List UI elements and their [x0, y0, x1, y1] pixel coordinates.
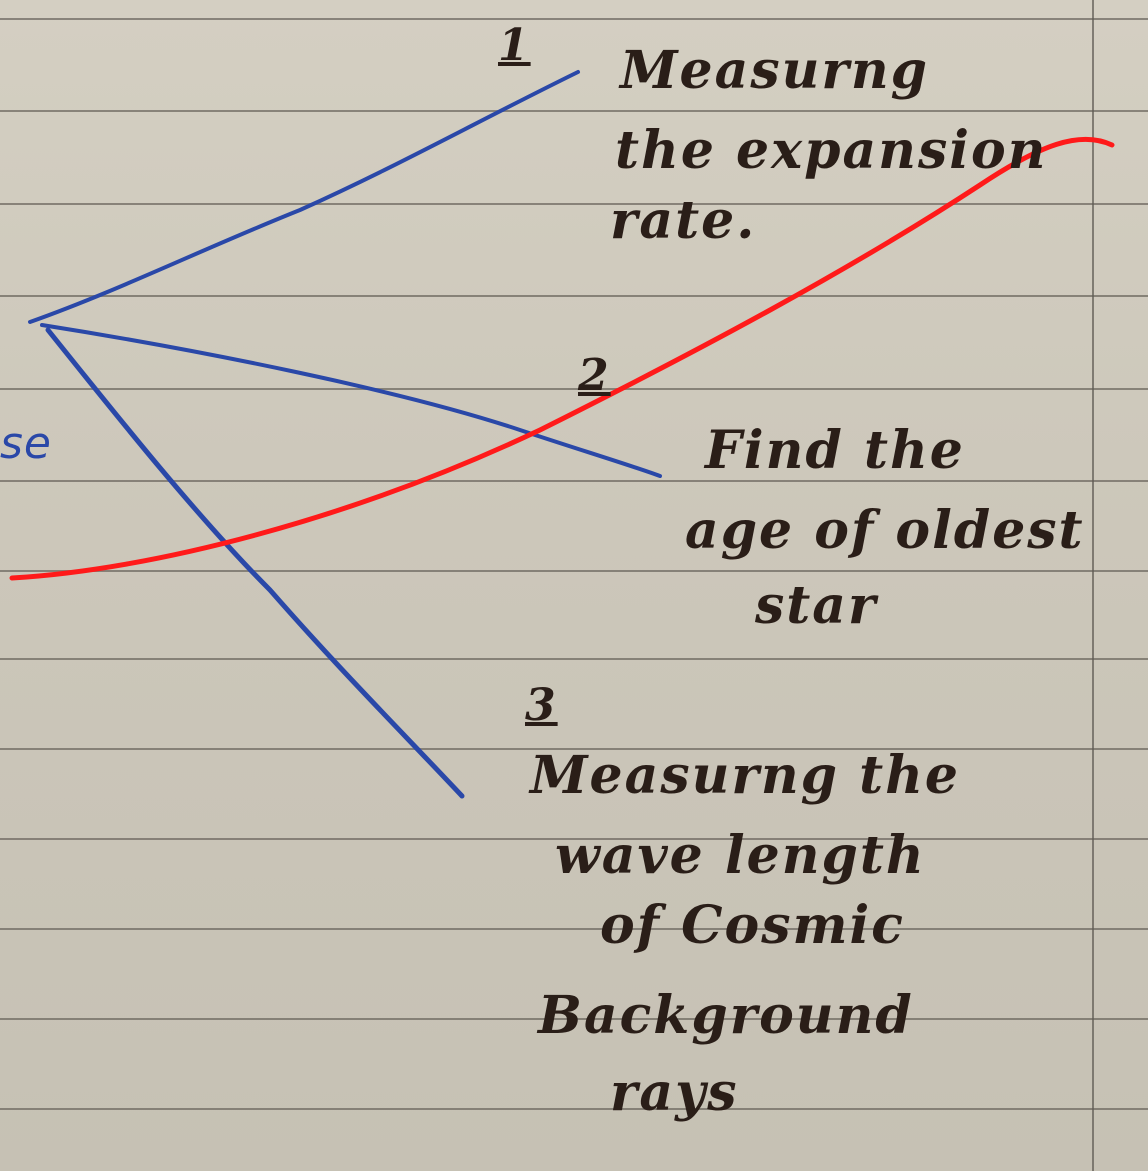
ruled-line [0, 18, 1148, 20]
branch-line-3 [45, 327, 465, 799]
branch-1-line-3: rate. [610, 190, 757, 251]
ruled-line [0, 570, 1148, 572]
branch-line-2 [40, 323, 662, 478]
margin-line [1092, 0, 1094, 1171]
branch-1-line-2: the expansion [615, 120, 1048, 181]
branch-2-line-1: Find the [705, 420, 965, 481]
branch-3-line-5: rays [610, 1062, 739, 1123]
ruled-line [0, 388, 1148, 390]
ruled-line [0, 658, 1148, 660]
branch-number-1: 1 [498, 20, 531, 71]
ruled-line [0, 838, 1148, 840]
branch-3-line-2: wave length [555, 825, 926, 886]
ruled-line [0, 110, 1148, 112]
left-text-fragment: se [0, 418, 52, 469]
branch-number-2: 2 [578, 350, 611, 401]
ruled-line [0, 748, 1148, 750]
branch-2-line-3: star [755, 575, 878, 636]
branch-3-line-4: Background [538, 985, 914, 1046]
ruled-line [0, 295, 1148, 297]
red-curve-line [9, 136, 1115, 581]
ruled-line [0, 1108, 1148, 1110]
ruled-line [0, 928, 1148, 930]
branch-number-3: 3 [525, 680, 558, 731]
branch-2-line-2: age of oldest [685, 500, 1085, 561]
branch-3-line-3: of Cosmic [600, 895, 905, 956]
ruled-line [0, 480, 1148, 482]
branch-3-line-1: Measurng the [530, 745, 960, 806]
ruled-line [0, 1018, 1148, 1020]
branch-1-line-1: Measurng [620, 40, 929, 101]
ruled-line [0, 203, 1148, 205]
branch-line-1 [28, 70, 580, 324]
